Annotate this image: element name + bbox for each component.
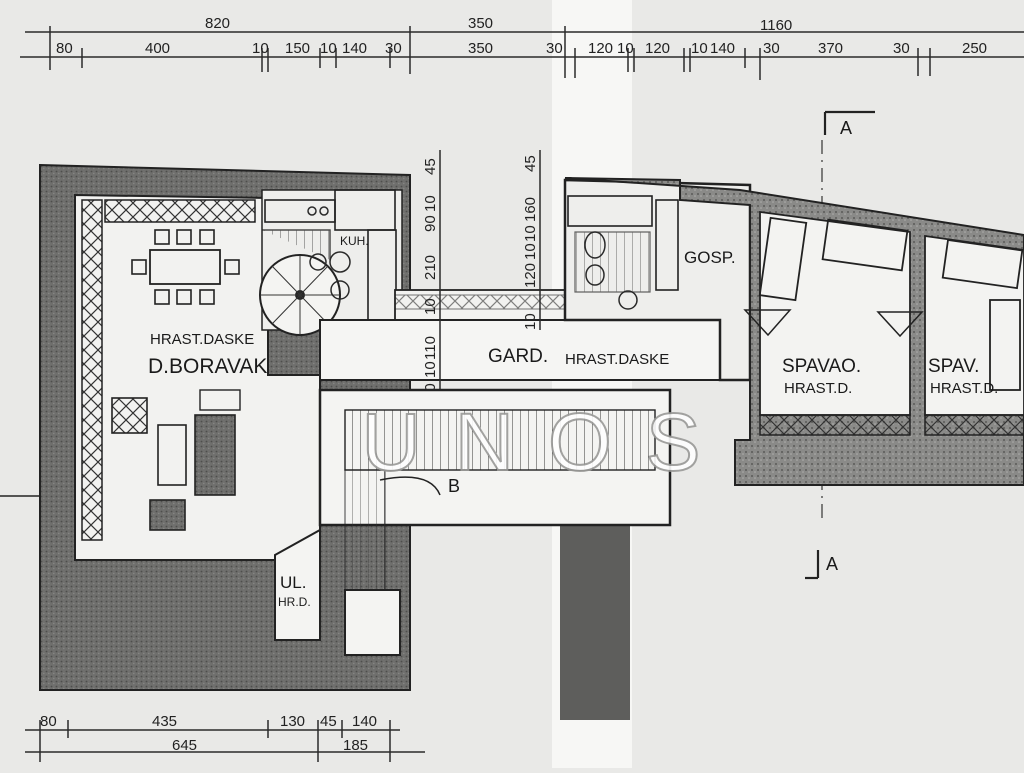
svg-text:10: 10: [522, 243, 539, 260]
living-floor-label: HRAST.DASKE: [150, 331, 254, 348]
wardrobe-room: [319, 319, 751, 381]
ottoman: [149, 499, 186, 531]
dim-top-1160: 1160: [760, 17, 792, 34]
section-label-a-top: A: [840, 118, 852, 138]
coffee-table: [157, 424, 187, 486]
dining-set: [131, 229, 240, 305]
dim-bottom-45: 45: [320, 713, 337, 730]
dim-top-820: 820: [205, 15, 230, 32]
armchair: [111, 397, 148, 434]
bedroom2-label: SPAV.: [928, 356, 979, 377]
bathroom-block: [563, 178, 752, 382]
bed-1b: [821, 218, 909, 272]
dim-150: 150: [285, 40, 310, 57]
pantry-label: GOSP.: [684, 248, 736, 267]
dim-bottom-80: 80: [40, 713, 57, 730]
bedroom1-floor-label: HRAST.D.: [784, 380, 852, 397]
dim-30b: 30: [546, 40, 563, 57]
svg-text:45: 45: [522, 155, 539, 172]
dim-10d: 10: [691, 40, 708, 57]
dim-bottom-130: 130: [280, 713, 305, 730]
dim-10b: 10: [320, 40, 337, 57]
top-dimension-chain: 820 350 1160 80 400 10 150 10 140 30 350…: [20, 15, 1024, 80]
entrance: [274, 528, 321, 641]
dim-350b: 350: [468, 40, 493, 57]
bed-1a: [758, 216, 808, 302]
dim-250: 250: [962, 40, 987, 57]
dim-370: 370: [818, 40, 843, 57]
dim-30a: 30: [385, 40, 402, 57]
vertical-dimension-chain: 45 10 90 210 10 110 10 60: [422, 150, 441, 400]
dim-30c: 30: [763, 40, 780, 57]
spiral-staircase: [259, 229, 341, 336]
svg-text:10: 10: [422, 361, 439, 378]
dim-120a: 120: [588, 40, 613, 57]
window-bedroom-1: [759, 414, 911, 436]
window-left: [81, 199, 103, 541]
svg-text:110: 110: [422, 336, 439, 360]
dim-bottom-645: 645: [172, 737, 197, 754]
vertical-dimension-chain-right: 45 160 10 10 120 10: [522, 150, 541, 330]
svg-text:10: 10: [422, 298, 439, 315]
main-staircase: [344, 409, 656, 471]
dim-30d: 30: [893, 40, 910, 57]
dim-bottom-435: 435: [152, 713, 177, 730]
svg-text:10: 10: [422, 195, 439, 212]
washbasin: [618, 290, 638, 310]
window-bedroom-2: [924, 414, 1024, 436]
dim-top-350: 350: [468, 15, 493, 32]
bed-2: [941, 239, 1024, 290]
bottom-dimension-chain: 80 435 130 45 140 645 185: [25, 713, 425, 762]
watermark-text: UNOS: [362, 397, 735, 488]
dim-140b: 140: [710, 40, 735, 57]
section-mark-a-bottom: A: [805, 550, 838, 580]
kitchen-label: KUH.: [340, 234, 369, 248]
svg-text:160: 160: [522, 197, 539, 222]
entrance-floor-label: HR.D.: [278, 595, 311, 609]
living-room-label: D.BORAVAK: [148, 355, 267, 378]
bedroom1-label: SPAVAO.: [782, 356, 861, 377]
dim-10a: 10: [252, 40, 269, 57]
dim-10c: 10: [617, 40, 634, 57]
sofa: [194, 414, 236, 496]
svg-text:10: 10: [522, 313, 539, 330]
dining-table: [149, 249, 221, 285]
section-label-b: B: [448, 476, 460, 496]
dim-120b: 120: [645, 40, 670, 57]
dim-400: 400: [145, 40, 170, 57]
section-label-a-bottom: A: [826, 554, 838, 574]
svg-text:210: 210: [422, 255, 439, 280]
living-furniture: [111, 389, 241, 531]
copy-dark-band: [560, 520, 630, 720]
wardrobe-floor-label: HRAST.DASKE: [565, 351, 669, 368]
dim-bottom-140: 140: [352, 713, 377, 730]
bathtub: [567, 195, 653, 227]
window-top: [104, 199, 256, 223]
svg-text:120: 120: [522, 263, 539, 288]
dim-140: 140: [342, 40, 367, 57]
dim-80: 80: [56, 40, 73, 57]
wardrobe-label: GARD.: [488, 346, 548, 367]
entrance-label: UL.: [280, 573, 306, 592]
toilet: [584, 231, 606, 259]
svg-text:45: 45: [422, 158, 439, 175]
svg-text:90: 90: [422, 215, 439, 232]
bedroom2-floor-label: HRAST.D.: [930, 380, 998, 397]
svg-text:10: 10: [522, 225, 539, 242]
dim-bottom-185: 185: [343, 737, 368, 754]
bidet: [585, 264, 605, 286]
kitchen-counters: KUH.: [264, 189, 397, 331]
